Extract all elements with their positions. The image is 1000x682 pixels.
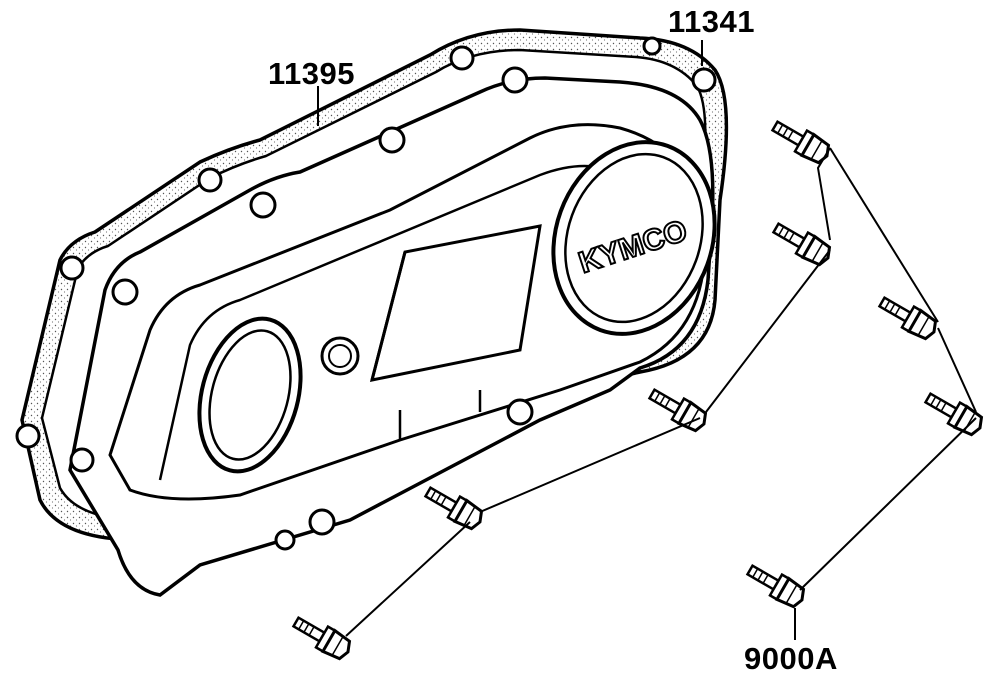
- transmission-cover-11341: KYMCO: [68, 66, 717, 597]
- bolt-1: [770, 119, 831, 165]
- bolt-8: [745, 563, 806, 609]
- label-cover-11341: 11341: [668, 4, 755, 39]
- label-bolt-9000A: 9000A: [744, 641, 838, 676]
- gasket-holes: [15, 36, 717, 449]
- bolt-2: [771, 221, 832, 267]
- bolt-7: [291, 615, 352, 661]
- bolt-3: [877, 295, 938, 341]
- bolt-set-9000A: [291, 119, 984, 661]
- bolt-6: [423, 485, 484, 531]
- cover-bolt-bosses: [69, 66, 534, 551]
- leader-lines: [317, 40, 977, 640]
- bolt-4: [923, 391, 984, 437]
- label-gasket-11395: 11395: [268, 56, 355, 91]
